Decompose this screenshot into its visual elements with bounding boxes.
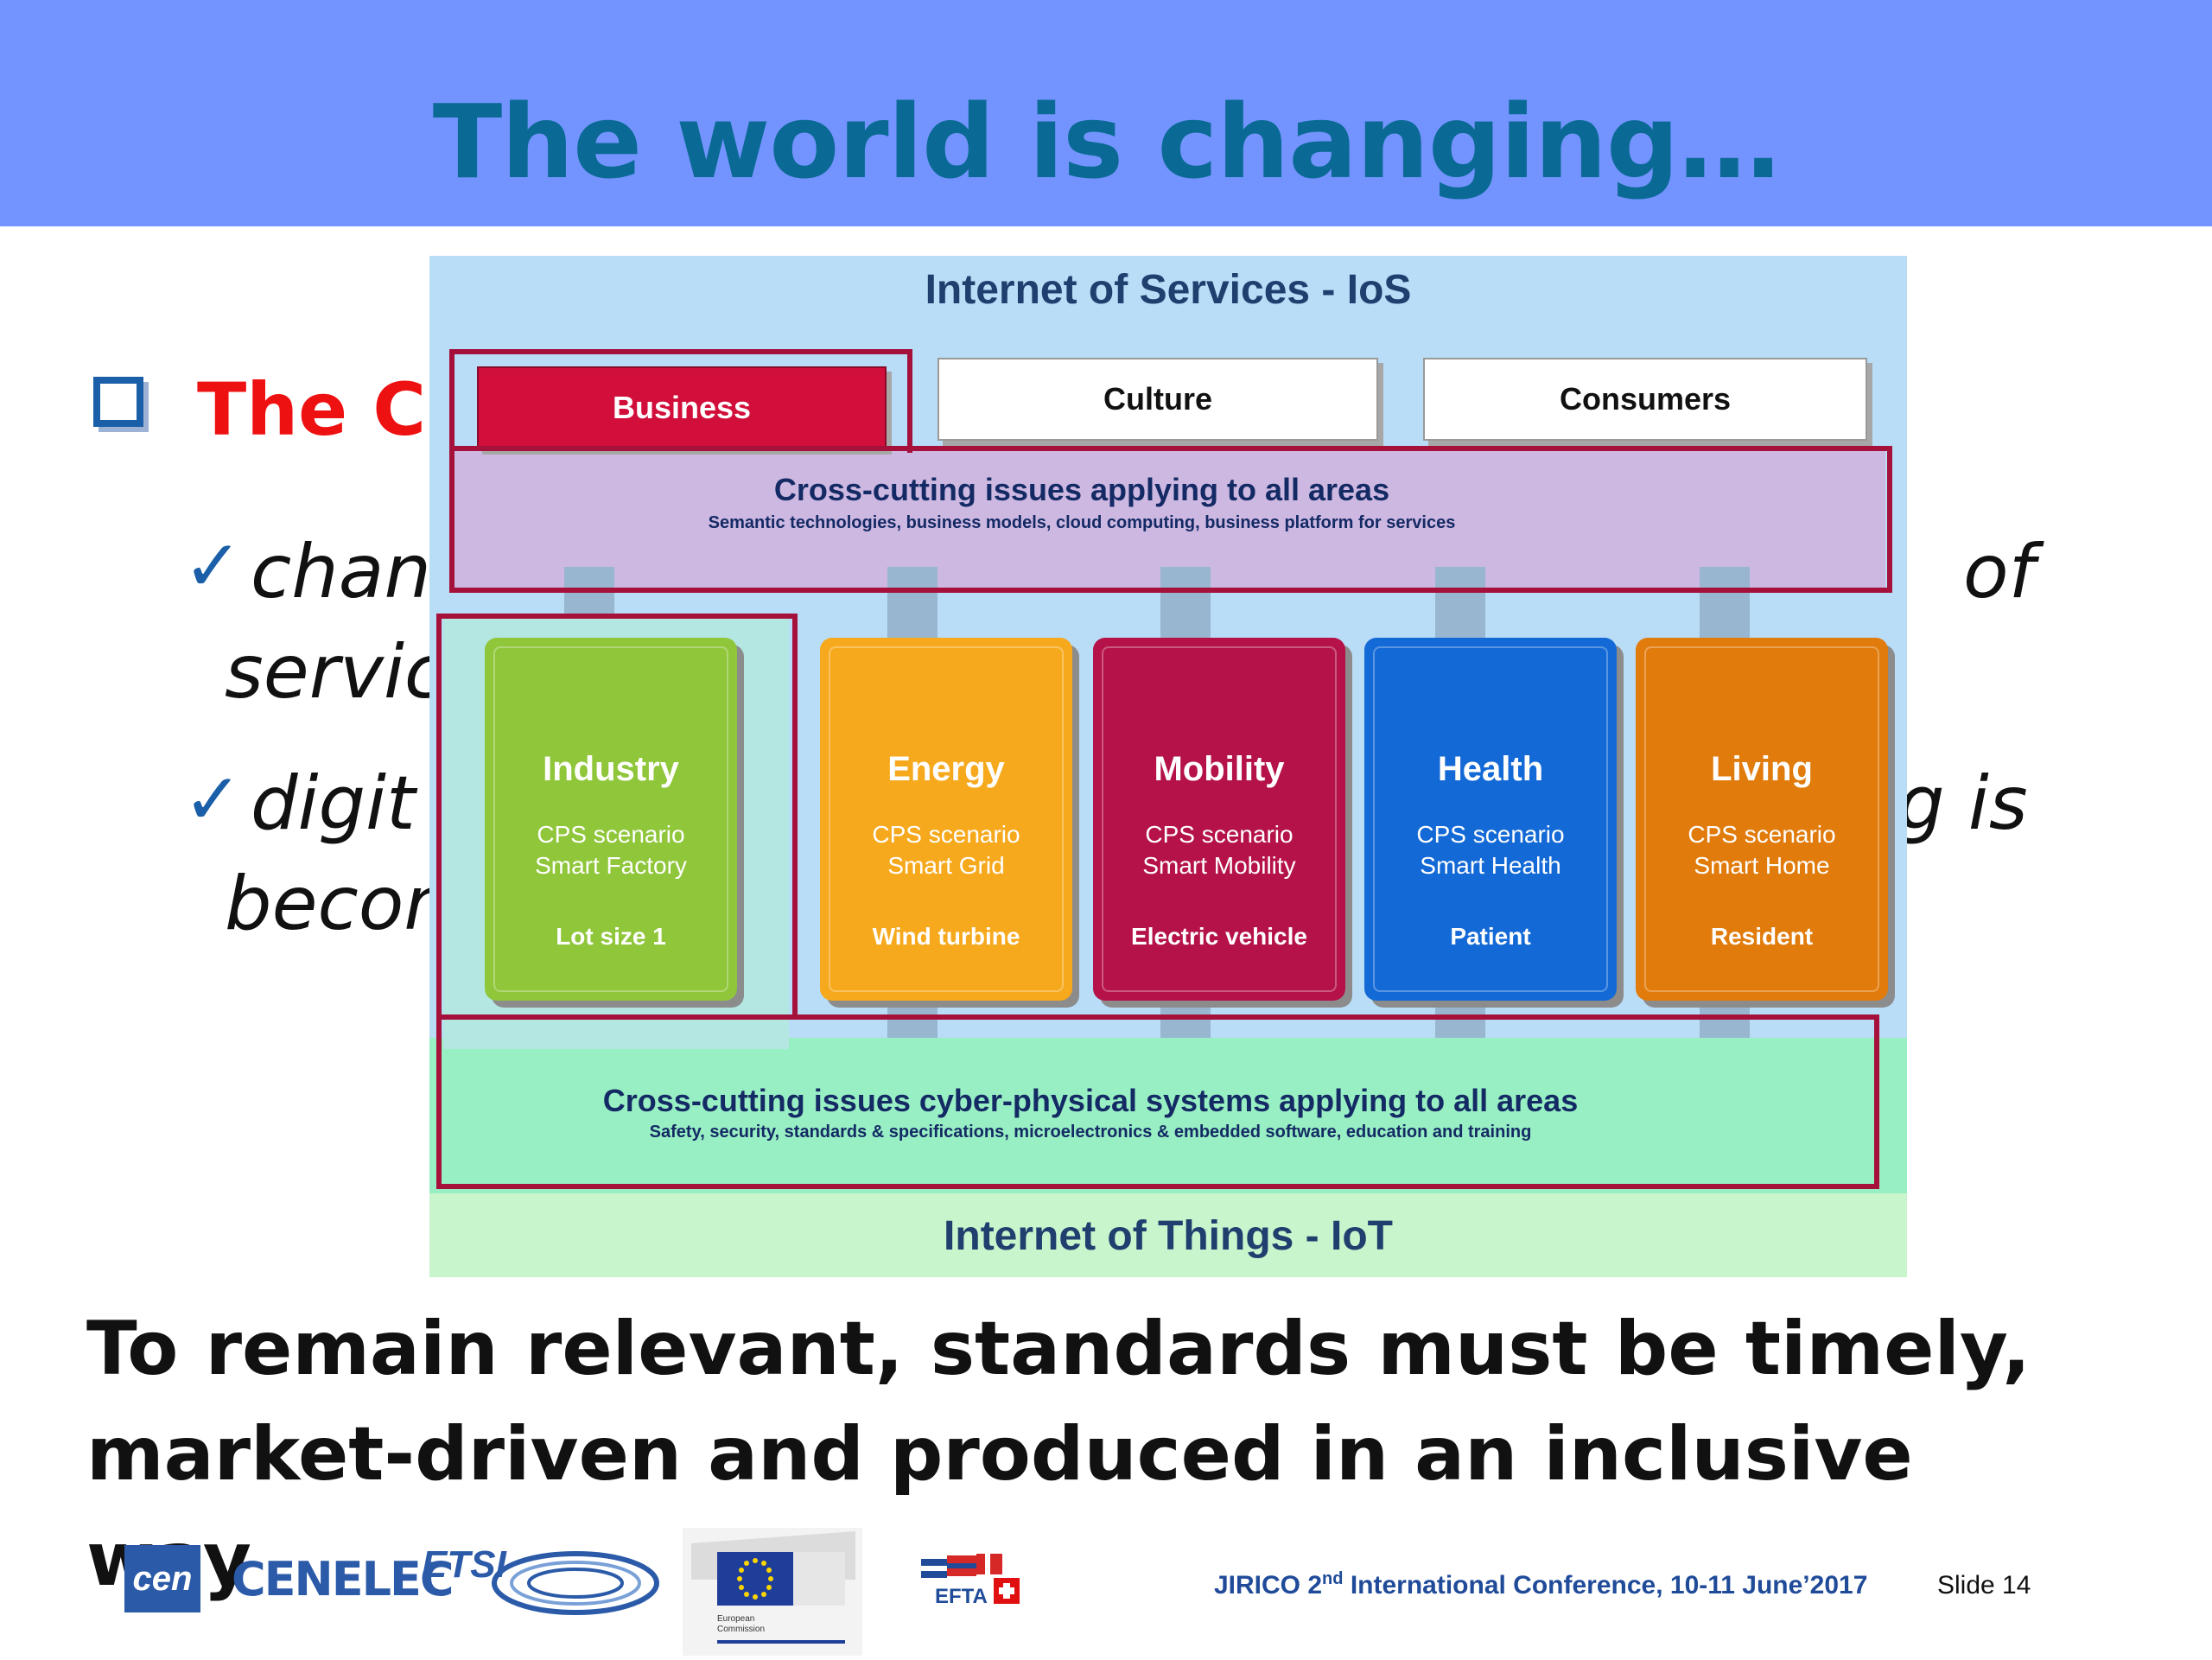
title-banner (0, 0, 2212, 226)
conclusion-word: timely, (1745, 1306, 2031, 1392)
checkmark-icon: ✓ (183, 760, 243, 839)
body-line-1-right: of (1963, 529, 2035, 615)
conclusion-word: be (1614, 1306, 1719, 1392)
cross-cutting-bottom: Cross-cutting issues cyber-physical syst… (429, 1038, 1907, 1193)
cross-bottom-subtext: Safety, security, standards & specificat… (649, 1123, 1532, 1142)
card-inner (1644, 646, 1879, 992)
cross-top-outline (449, 446, 1892, 593)
card-scenario-line: CPS scenario (537, 821, 685, 848)
card-scenario-line: CPS scenario (872, 821, 1020, 848)
card-item: Patient (1450, 923, 1531, 950)
card-scenario-line: CPS scenario (1688, 821, 1836, 848)
eu-caption: European Commission (717, 1614, 766, 1634)
card-scenario-line: Smart Grid (887, 852, 1005, 879)
tab-business: Business (477, 366, 887, 449)
slide-number: Slide 14 (1937, 1571, 2031, 1600)
etsi-logo-text: ETSI (422, 1543, 506, 1586)
conclusion-word: must (1377, 1306, 1588, 1392)
tab-culture: Culture (938, 358, 1378, 441)
conclusion-line-2: market-driven and produced in an inclusi… (86, 1411, 1913, 1603)
iot-ios-diagram: Internet of Services - IoS Cross-cutting… (429, 256, 1907, 1277)
conclusion-word: To (86, 1306, 179, 1392)
efta-label: EFTA (935, 1585, 988, 1608)
cross-bottom-outline (436, 1014, 1879, 1189)
cross-top-heading: Cross-cutting issues applying to all are… (773, 472, 1390, 507)
card-item: Lot size 1 (556, 923, 666, 950)
card-inner (1373, 646, 1608, 992)
conference-post: International Conference, 10-11 June’201… (1343, 1571, 1868, 1600)
cross-bottom-heading: Cross-cutting issues cyber-physical syst… (602, 1083, 1579, 1118)
card-name: Mobility (1154, 750, 1285, 788)
card-item: Wind turbine (872, 923, 1020, 950)
card-scenario-line: Smart Factory (535, 852, 687, 879)
conclusion-word: relevant, (524, 1306, 904, 1392)
cross-cutting-top: Cross-cutting issues applying to all are… (451, 446, 1885, 593)
card-item: Resident (1710, 923, 1814, 950)
body-line-3-right: g is (1897, 760, 2028, 847)
efta-flags-icon (921, 1554, 1020, 1604)
european-commission-logo: European Commission (683, 1528, 862, 1656)
card-name: Energy (887, 750, 1005, 788)
conclusion-word: remain (205, 1306, 499, 1392)
efta-logo: EFTA (916, 1547, 1023, 1616)
card-item: Electric vehicle (1131, 923, 1307, 950)
etsi-swirl-icon (492, 1551, 659, 1615)
body-line-3-left: digit (251, 760, 416, 847)
slide-title: The world is changing… (432, 82, 1781, 201)
card-scenario-line: Smart Mobility (1142, 852, 1296, 879)
etsi-logo: ETSI (422, 1543, 659, 1615)
card-name: Health (1437, 750, 1544, 788)
card-inner (1102, 646, 1337, 992)
card-scenario-line: CPS scenario (1416, 821, 1565, 848)
body-line-2-left: servic (225, 629, 446, 716)
card-name: Industry (543, 750, 679, 788)
iot-strip: Internet of Things - IoT (429, 1193, 1907, 1277)
card-scenario-line: Smart Health (1420, 852, 1561, 879)
iot-label: Internet of Things - IoT (944, 1213, 1393, 1259)
conclusion-line-1: To remain relevant, standards must be ti… (86, 1296, 2031, 1402)
cenelec-logo: CENELEC (232, 1552, 454, 1606)
conference-pre: JIRICO 2 (1214, 1571, 1323, 1600)
cross-top-subtext: Semantic technologies, business models, … (708, 513, 1456, 532)
industry-outline (436, 614, 798, 1020)
ios-label: Internet of Services - IoS (925, 267, 1412, 313)
body-line-4-left: becon (225, 861, 451, 947)
cen-logo: cen (124, 1545, 200, 1612)
card-name: Living (1711, 750, 1813, 788)
eu-flag-icon (683, 1528, 862, 1656)
conference-sup: nd (1322, 1569, 1344, 1588)
business-outline (449, 349, 912, 453)
conference-label: JIRICO 2nd International Conference, 10-… (1214, 1569, 1867, 1600)
card-inner (829, 646, 1064, 992)
card-inner (493, 646, 728, 992)
card-scenario-line: CPS scenario (1145, 821, 1294, 848)
tab-consumers: Consumers (1423, 358, 1867, 441)
footer: cen CENELEC ETSI European Commission (0, 1521, 2212, 1659)
conclusion-text: To remain relevant, standards must be ti… (86, 1296, 2031, 1612)
checkbox-bullet-icon (93, 377, 143, 427)
checkmark-icon: ✓ (183, 527, 243, 606)
card-scenario-line: Smart Home (1694, 852, 1830, 879)
conclusion-word: standards (930, 1306, 1351, 1392)
